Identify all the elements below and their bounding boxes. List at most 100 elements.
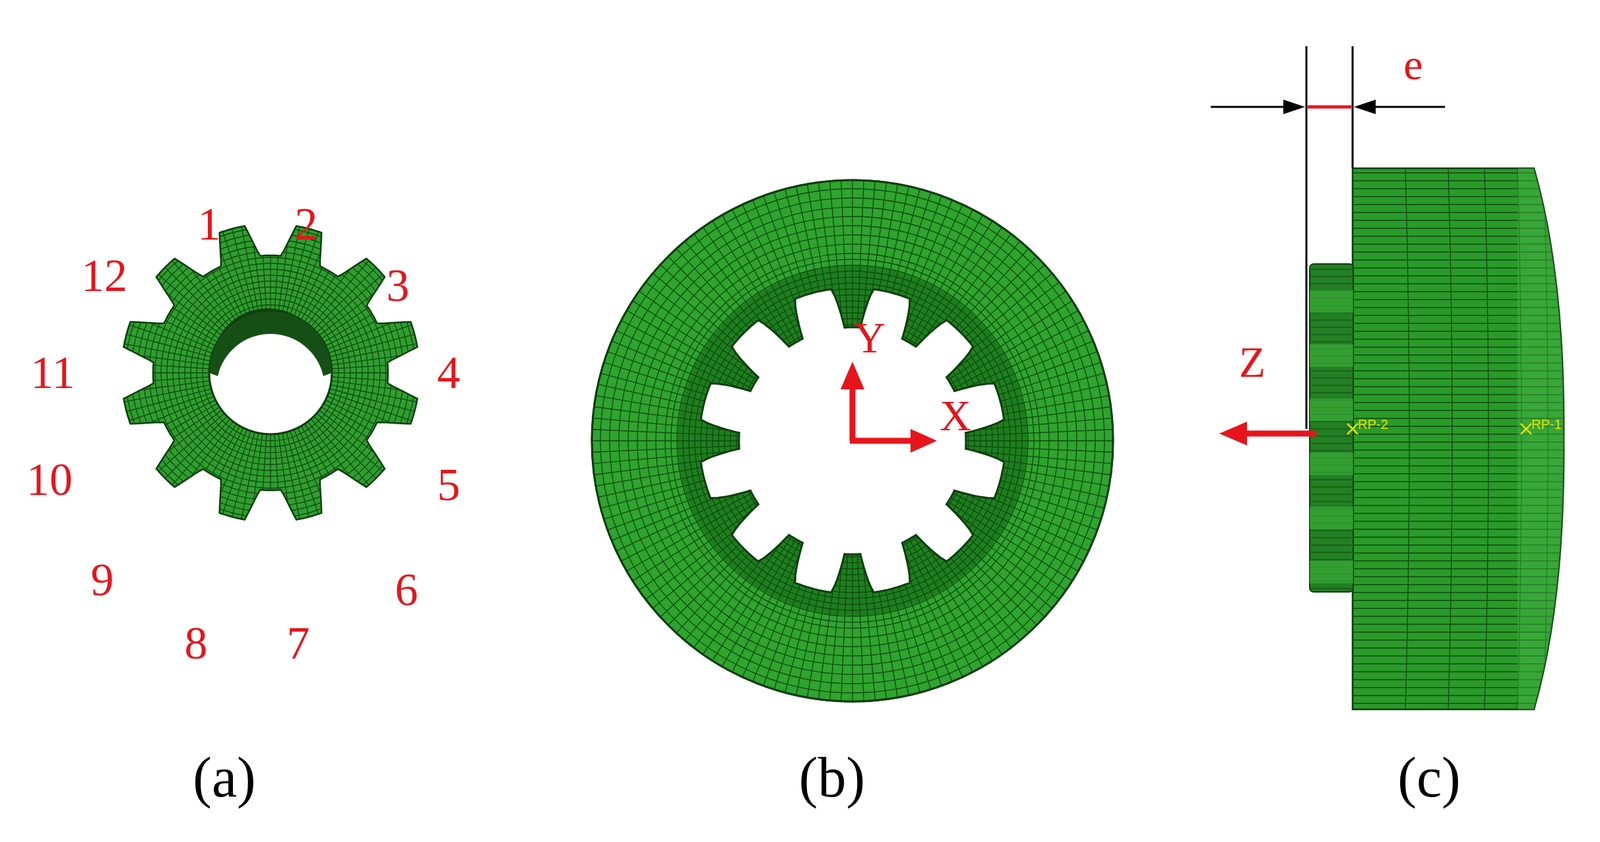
side-view-mesh xyxy=(1309,168,1571,710)
mesh-line xyxy=(1352,180,1571,181)
mesh-line xyxy=(126,392,213,422)
mesh-line xyxy=(588,440,744,441)
mesh-line xyxy=(327,314,412,350)
dimension-line xyxy=(1210,106,1287,109)
ring-mesh-lines xyxy=(588,176,1117,705)
mesh-line xyxy=(851,176,853,332)
panel-label: (b) xyxy=(799,748,865,806)
mesh-line xyxy=(316,272,385,332)
mesh-line xyxy=(194,241,241,320)
mesh-line xyxy=(1311,377,1352,379)
mesh-line xyxy=(186,246,237,322)
mesh-line xyxy=(139,403,218,450)
mesh-line xyxy=(1311,420,1352,422)
arrow-head xyxy=(1353,99,1376,115)
tooth-number: 2 xyxy=(294,201,319,248)
mesh-line xyxy=(118,376,210,383)
arrow-head xyxy=(910,428,937,453)
mesh-line xyxy=(1311,558,1352,560)
mesh-line xyxy=(230,226,255,314)
tooth-number: 12 xyxy=(81,252,128,299)
dimension-label: e xyxy=(1403,42,1423,87)
tooth-face xyxy=(1309,398,1354,421)
mesh-line xyxy=(1311,449,1352,451)
mesh-line xyxy=(250,433,263,524)
panel-label: (a) xyxy=(192,748,256,806)
mesh-line xyxy=(1311,544,1352,545)
mesh-line xyxy=(1311,333,1352,335)
mesh-line xyxy=(1448,168,1453,710)
tooth-face xyxy=(1309,452,1354,476)
tooth-face xyxy=(1309,344,1354,367)
mesh-line xyxy=(221,430,251,517)
mesh-line xyxy=(1311,537,1352,538)
mesh-line xyxy=(118,362,210,369)
tooth-number: 11 xyxy=(30,349,75,396)
y-axis xyxy=(849,385,856,441)
mesh-line xyxy=(951,329,1092,395)
reference-point-label: RP-1 xyxy=(1531,417,1562,431)
mesh-line xyxy=(269,221,271,312)
mesh-line xyxy=(274,434,281,525)
side-highlight xyxy=(1517,168,1571,710)
mesh-line xyxy=(310,418,371,487)
mesh-line xyxy=(1352,702,1571,704)
mesh-line xyxy=(221,228,251,315)
mesh-line xyxy=(186,423,237,499)
axis-label: Z xyxy=(1239,340,1266,384)
tooth-number: 3 xyxy=(386,262,410,309)
mesh-line xyxy=(130,396,215,431)
pinion-side xyxy=(1309,263,1354,592)
tooth-face xyxy=(1309,290,1354,313)
mesh-line xyxy=(1311,370,1352,371)
mesh-line xyxy=(139,296,218,343)
mesh-line xyxy=(1311,486,1352,487)
mesh-line xyxy=(851,549,853,705)
mesh-line xyxy=(1311,435,1352,437)
tooth-face xyxy=(1309,560,1354,584)
mesh-line xyxy=(1311,341,1352,342)
reference-point-label: RP-2 xyxy=(1357,417,1389,431)
mesh-line xyxy=(124,388,212,412)
extension-line xyxy=(1351,46,1354,169)
mesh-line xyxy=(730,537,803,675)
mesh-line xyxy=(328,323,415,353)
mesh-line xyxy=(961,429,1117,437)
mesh-line xyxy=(331,372,423,373)
mesh-line xyxy=(1311,275,1352,277)
mesh-line xyxy=(126,323,213,353)
mesh-line xyxy=(730,206,803,344)
mesh-line xyxy=(194,426,241,505)
reference-point-mark xyxy=(1347,423,1358,435)
mesh-line xyxy=(260,221,267,312)
mesh-line xyxy=(118,372,210,373)
tooth-number: 5 xyxy=(437,461,461,509)
mesh-line xyxy=(269,434,271,525)
mesh-line xyxy=(331,352,421,365)
mesh-line xyxy=(898,201,964,342)
pinion-mesh xyxy=(118,221,423,525)
mesh-line xyxy=(902,537,975,675)
tooth-number: 9 xyxy=(91,556,115,604)
mesh-line xyxy=(1484,168,1489,710)
mesh-line xyxy=(948,490,1087,563)
pinion-mesh-grid xyxy=(118,221,423,525)
bore-depth xyxy=(209,311,332,377)
mesh-line xyxy=(121,384,210,403)
tooth-face xyxy=(1309,506,1354,530)
mesh-line xyxy=(700,288,1005,593)
mesh-line xyxy=(1311,479,1352,480)
mesh-line xyxy=(240,223,259,313)
mesh-line xyxy=(301,426,348,505)
arrow-head xyxy=(1219,421,1248,446)
mesh-line xyxy=(841,549,848,705)
mesh-line xyxy=(294,429,329,514)
mesh-line xyxy=(278,433,291,524)
mesh-line xyxy=(321,407,397,458)
mesh-line xyxy=(902,206,975,344)
ring-gear-mesh xyxy=(588,176,1117,705)
mesh-line xyxy=(1311,326,1352,328)
mesh-line xyxy=(841,176,848,332)
mesh-line xyxy=(612,486,754,553)
